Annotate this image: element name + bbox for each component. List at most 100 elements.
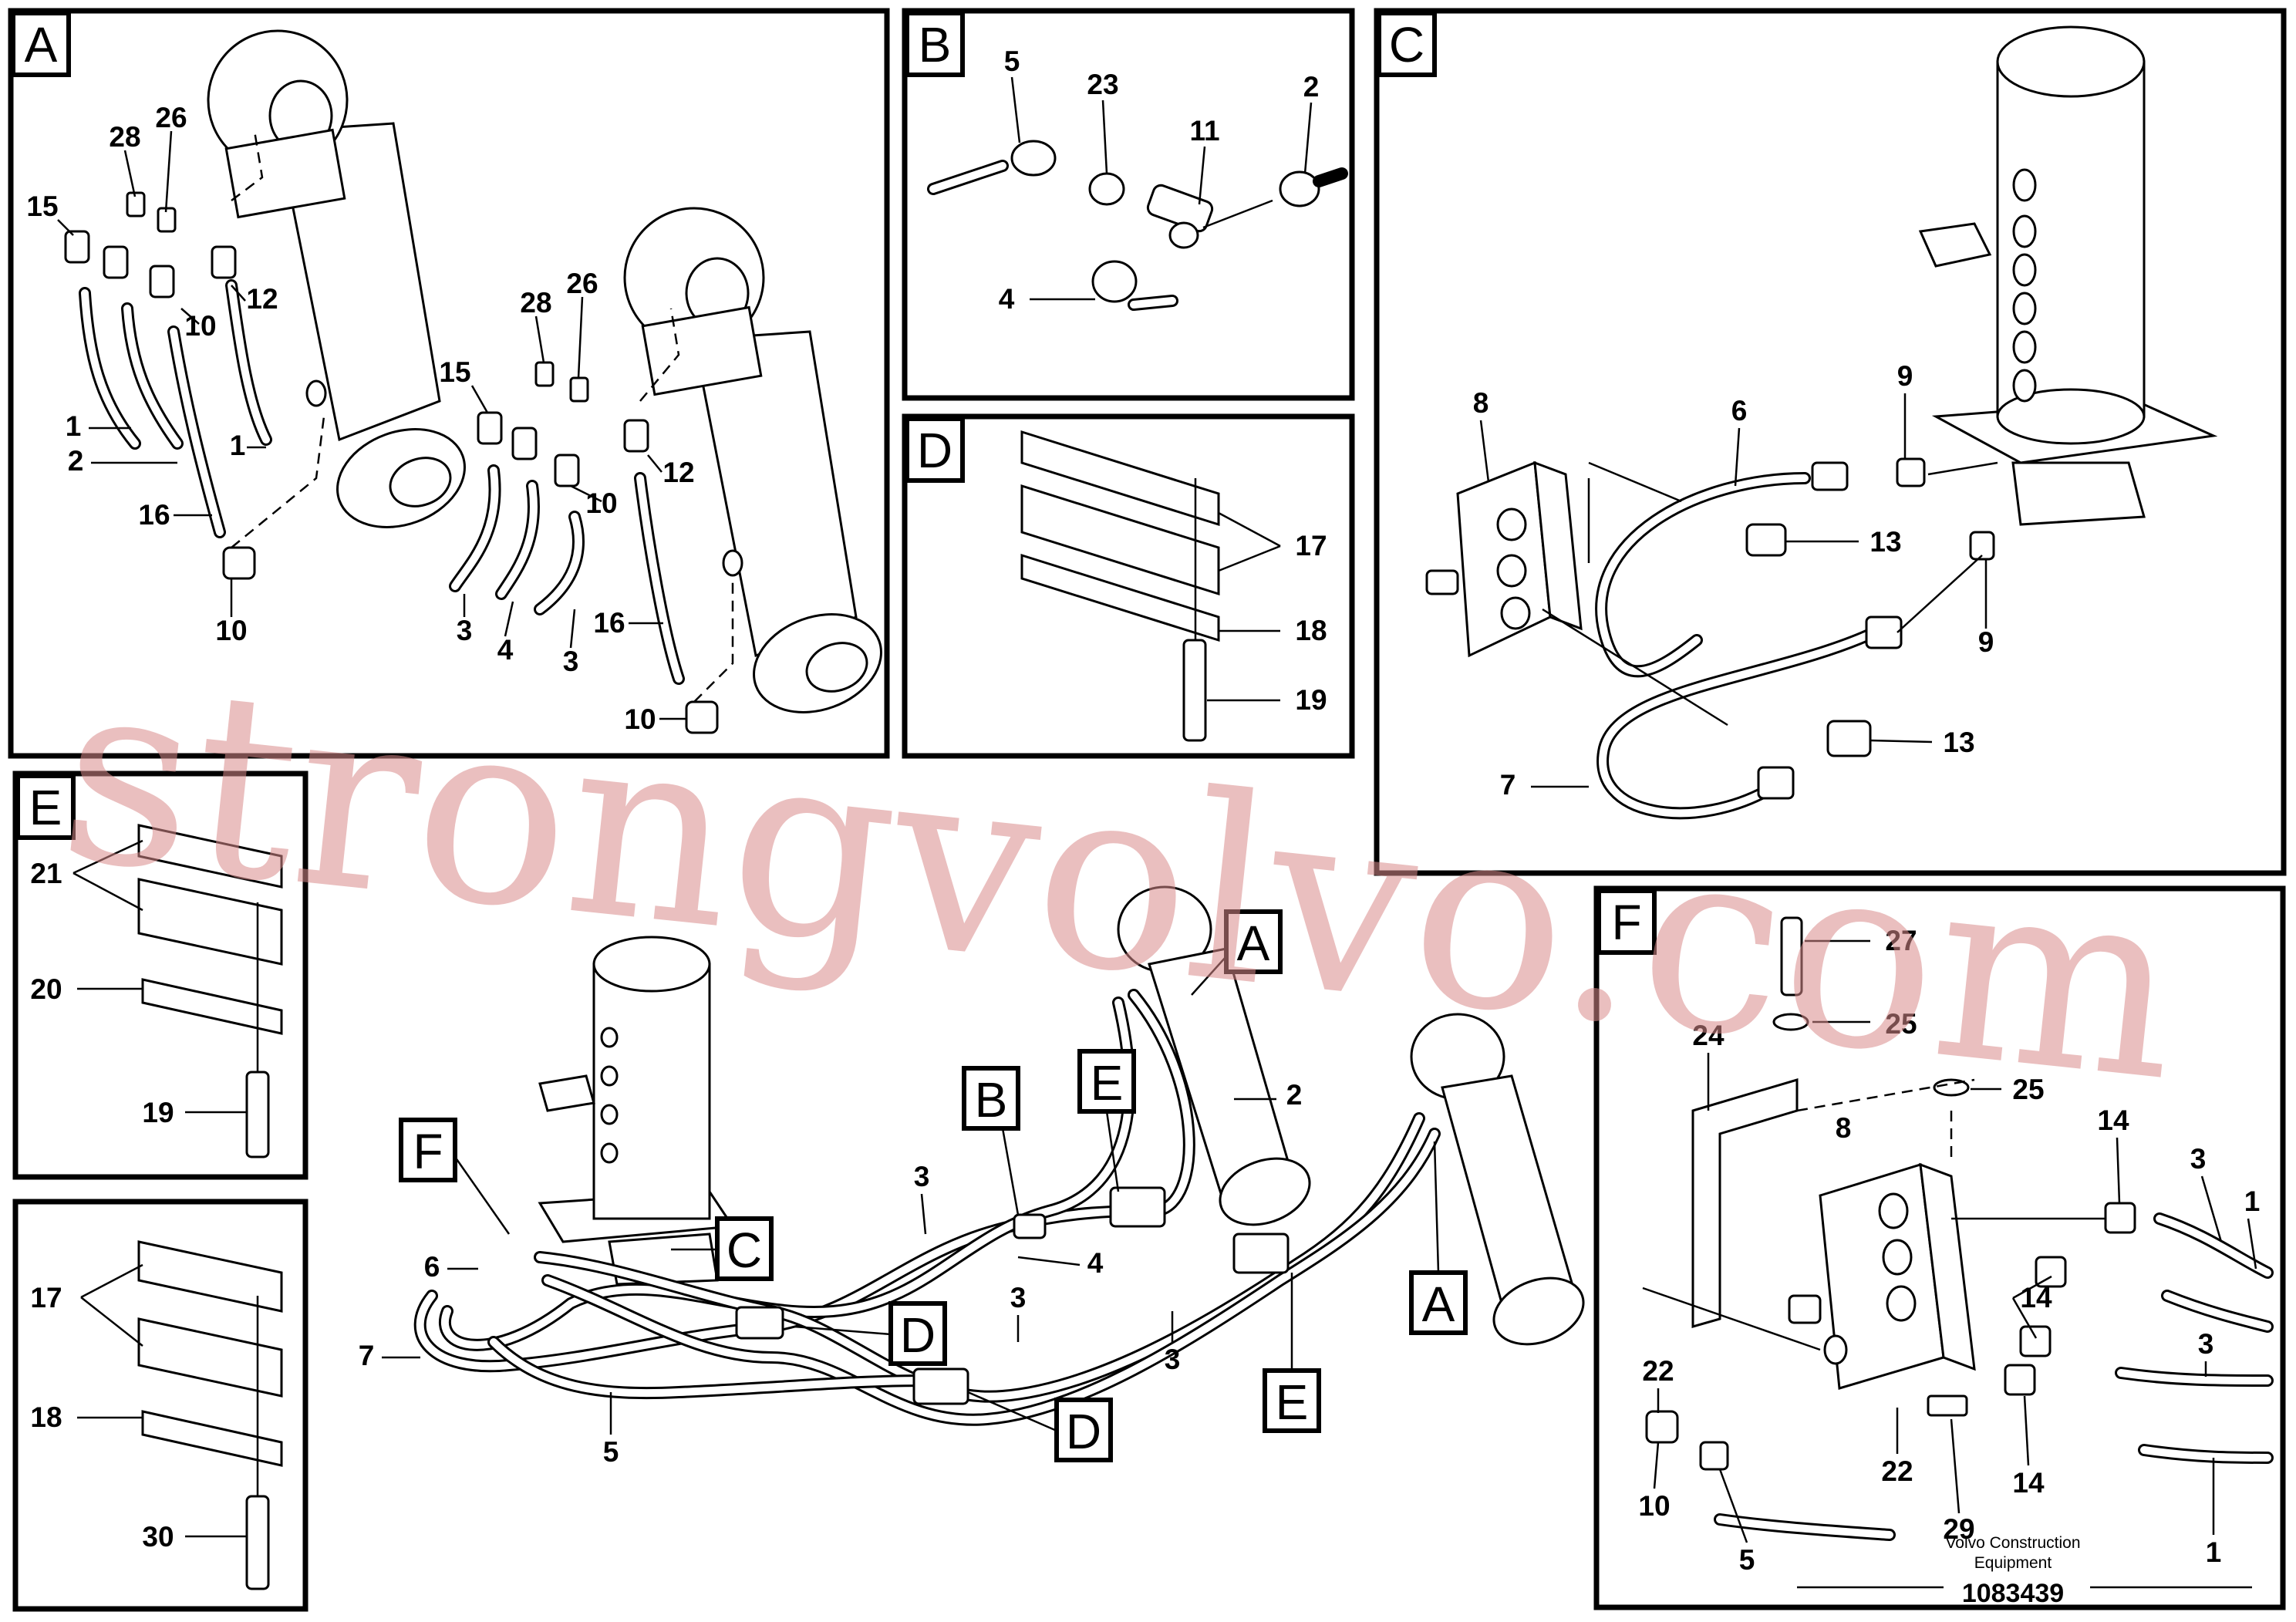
label: 7 [1500, 769, 1516, 801]
label: 14 [2097, 1104, 2129, 1136]
panel-clamp-alt-labels: 17 18 30 [30, 1282, 174, 1553]
overview-swivel [538, 936, 735, 1286]
panel-b-parts [927, 140, 1348, 311]
label: 4 [497, 634, 514, 666]
panel-f: F [1593, 885, 2286, 1610]
callout-e-lower: E [1276, 1374, 1309, 1430]
panel-a-leaders [57, 130, 686, 720]
label: 3 [1010, 1282, 1027, 1313]
panel-e-leaders [72, 839, 247, 1114]
panel-b-labels: 5 23 11 2 4 [999, 46, 1320, 315]
label: 17 [1295, 530, 1327, 561]
label: 9 [1978, 626, 1994, 658]
label: 22 [1642, 1355, 1674, 1387]
control-block-f [1788, 1162, 1976, 1390]
panel-e-letter: E [29, 780, 62, 835]
panel-clamp-alt-leaders [77, 1263, 247, 1538]
label: 12 [663, 457, 694, 488]
label: 19 [1295, 684, 1327, 716]
label: 10 [585, 487, 617, 519]
document-number: 1083439 [1962, 1579, 2064, 1608]
label: 2 [1303, 71, 1320, 103]
label: 3 [2198, 1328, 2214, 1360]
panel-d-letter-box [905, 416, 965, 483]
panel-d-frame [902, 413, 1355, 759]
panel-a-frame [8, 8, 890, 759]
label: 14 [2012, 1467, 2045, 1499]
clamp-set-alt [137, 1240, 283, 1590]
overview-callout-leaders [453, 956, 1440, 1432]
callout-box-c [715, 1216, 774, 1281]
label: 4 [1087, 1247, 1104, 1279]
clamp-set-e [137, 824, 283, 1158]
label: 16 [138, 499, 170, 531]
label: 3 [2190, 1143, 2207, 1175]
label: 28 [109, 121, 140, 153]
label: 15 [26, 191, 58, 222]
panel-c-letter-box [1377, 11, 1437, 77]
label: 20 [30, 973, 62, 1005]
label: 10 [624, 703, 656, 735]
label: 1 [66, 410, 82, 442]
label: 30 [142, 1521, 174, 1553]
control-block-c [1425, 460, 1583, 658]
label: 18 [30, 1401, 62, 1433]
panel-a: A [8, 8, 890, 759]
callout-a-upper: A [1237, 916, 1270, 971]
label: 6 [424, 1251, 440, 1283]
panel-e-frame [12, 771, 308, 1180]
label: 3 [563, 646, 579, 677]
callout-box-d-upper [888, 1301, 947, 1366]
panel-b-leaders [1010, 76, 1313, 301]
panel-a-letter-box [11, 11, 71, 77]
callout-e-upper: E [1091, 1055, 1124, 1111]
label: 7 [359, 1340, 375, 1371]
overview-callouts: A B E F C D D E A [399, 909, 1468, 1462]
label: 21 [30, 858, 62, 889]
label: 16 [593, 607, 625, 639]
overview-assembly: A B E F C D D E A [359, 885, 1585, 1468]
panel-c-labels: 8 6 9 13 9 13 7 [1473, 360, 1994, 801]
callout-box-d-lower [1054, 1398, 1113, 1462]
label: 2 [1286, 1079, 1303, 1111]
label: 1 [230, 430, 246, 461]
panel-clamp-alt: 17 18 30 [12, 1199, 308, 1612]
label: 11 [1189, 115, 1219, 147]
hydraulic-cylinder-1 [207, 29, 466, 528]
panel-b-frame [902, 8, 1355, 401]
label: 18 [1295, 615, 1327, 646]
label: 15 [439, 356, 470, 388]
label: 26 [566, 268, 598, 299]
label: 22 [1881, 1455, 1913, 1487]
label: 25 [2012, 1074, 2044, 1105]
label: 5 [1739, 1544, 1755, 1576]
label: 3 [1165, 1344, 1181, 1375]
bracket-f [1691, 916, 1970, 1328]
panel-d-labels: 17 18 19 [1295, 530, 1327, 716]
panel-d-leaders [1207, 511, 1281, 702]
panel-c-frame [1374, 8, 2287, 876]
label: 3 [914, 1161, 930, 1192]
label: 13 [1943, 727, 1974, 758]
panel-a-letter: A [25, 17, 58, 73]
panel-a-labels: 28 26 15 10 12 1 2 1 16 10 28 26 15 12 1… [26, 102, 694, 735]
label: 12 [246, 283, 278, 315]
panel-e-letter-box [15, 774, 76, 840]
panel-b-letter: B [919, 17, 952, 73]
callout-box-e-lower [1263, 1368, 1321, 1433]
callout-box-a-upper [1224, 909, 1283, 974]
panel-c-letter: C [1389, 17, 1424, 73]
panel-f-labels: 27 24 25 25 8 14 3 1 14 3 22 22 29 14 10… [1638, 925, 2260, 1576]
label: 27 [1885, 925, 1917, 956]
label: 24 [1692, 1020, 1725, 1051]
footer: Volvo Construction Equipment 1083439 [1797, 1534, 2252, 1608]
label: 5 [603, 1436, 619, 1468]
label: 10 [215, 615, 247, 646]
callout-box-b [962, 1066, 1020, 1131]
clamp-set-d [1020, 430, 1220, 742]
panel-c-leaders [1479, 393, 1988, 788]
label: 9 [1897, 360, 1913, 392]
label: 10 [1638, 1490, 1670, 1522]
swivel-joint [1918, 25, 2218, 526]
